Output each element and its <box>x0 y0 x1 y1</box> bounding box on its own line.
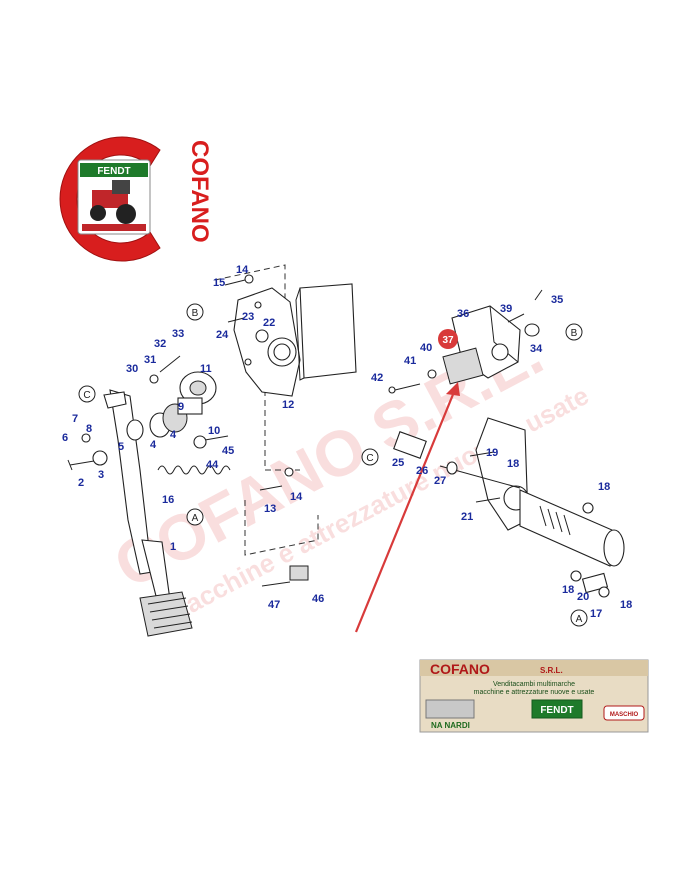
svg-text:A: A <box>192 513 199 524</box>
part-label: 34 <box>530 343 543 355</box>
ref-marker-a-right: A <box>570 609 588 627</box>
part-label: 21 <box>461 511 473 523</box>
part-label: 12 <box>282 399 294 411</box>
brand-maschio: MASCHIO <box>610 712 639 718</box>
svg-text:B: B <box>192 308 199 319</box>
part-label: 39 <box>500 303 512 315</box>
part-label: 40 <box>420 342 432 354</box>
part-label: 22 <box>263 317 275 329</box>
part-label: 4 <box>150 439 157 451</box>
part-label: 17 <box>590 608 602 620</box>
cofano-vertical-text: COFANO <box>186 140 213 243</box>
tractor-icon <box>90 180 136 224</box>
part-label: 13 <box>264 503 276 515</box>
part-label: 32 <box>154 338 166 350</box>
svg-text:C: C <box>366 453 373 464</box>
fendt-badge: FENDT <box>97 166 130 177</box>
part-label: 42 <box>371 372 383 384</box>
part-label: 8 <box>86 423 92 435</box>
part-label: 47 <box>268 599 280 611</box>
part-label: 3 <box>98 469 104 481</box>
part-label: 7 <box>72 413 78 425</box>
cofano-banner: COFANO S.R.L. Venditacambi multimarche m… <box>419 659 649 733</box>
part-label: 14 <box>236 264 249 276</box>
part-label: 6 <box>62 432 68 444</box>
part-label: 11 <box>200 363 212 375</box>
part-label: 4 <box>170 429 177 441</box>
banner-subtitle-2: macchine e attrezzature nuove e usate <box>474 689 595 696</box>
right-assembly <box>388 289 625 598</box>
ref-markers: B C A C B A <box>78 303 588 627</box>
part-label: 23 <box>242 311 254 323</box>
ref-marker-c-left: C <box>78 385 96 403</box>
part-numbers: 1 2 3 4 4 5 6 7 8 9 10 11 12 13 14 14 15… <box>62 264 632 620</box>
brand-fendt: FENDT <box>540 705 573 716</box>
part-label: 2 <box>78 477 84 489</box>
part-label: 33 <box>172 328 184 340</box>
part-label: 18 <box>620 599 632 611</box>
ref-marker-a-left: A <box>186 508 204 526</box>
svg-text:B: B <box>571 328 578 339</box>
ref-marker-b-right: B <box>565 323 583 341</box>
part-label: 5 <box>118 441 124 453</box>
part-label: 9 <box>178 401 184 413</box>
part-label: 18 <box>562 584 574 596</box>
banner-title: COFANO <box>430 661 490 677</box>
part-label: 20 <box>577 591 589 603</box>
part-label: 15 <box>213 277 225 289</box>
part-label: 19 <box>486 447 498 459</box>
part-label: 16 <box>162 494 174 506</box>
part-label: 41 <box>404 355 416 367</box>
part-label: 1 <box>170 541 176 553</box>
part-label: 36 <box>457 308 469 320</box>
part-label: 44 <box>206 459 219 471</box>
part-label: 25 <box>392 457 404 469</box>
brand-nardi: NA NARDI <box>431 721 470 730</box>
part-label: 27 <box>434 475 446 487</box>
left-assembly <box>67 264 357 637</box>
part-label: 18 <box>598 481 610 493</box>
part-label: 45 <box>222 445 234 457</box>
part-37-badge: 37 <box>438 329 458 349</box>
part-label: 26 <box>416 465 428 477</box>
svg-text:C: C <box>83 390 90 401</box>
part-label: 35 <box>551 294 563 306</box>
part-label: 46 <box>312 593 324 605</box>
cofano-logo: FENDT COFANO <box>59 136 213 262</box>
part-label: 14 <box>290 491 303 503</box>
part-label: 18 <box>507 458 519 470</box>
banner-subtitle-1: Venditacambi multimarche <box>493 681 575 688</box>
highlight-arrow <box>354 382 460 633</box>
ref-marker-c-right: C <box>361 448 379 466</box>
part-37-label: 37 <box>442 335 454 346</box>
part-label: 31 <box>144 354 156 366</box>
part-label: 30 <box>126 363 138 375</box>
part-label: 24 <box>216 329 229 341</box>
ref-marker-b-left: B <box>186 303 204 321</box>
svg-text:A: A <box>576 614 583 625</box>
banner-title-suffix: S.R.L. <box>540 666 563 675</box>
part-label: 10 <box>208 425 220 437</box>
